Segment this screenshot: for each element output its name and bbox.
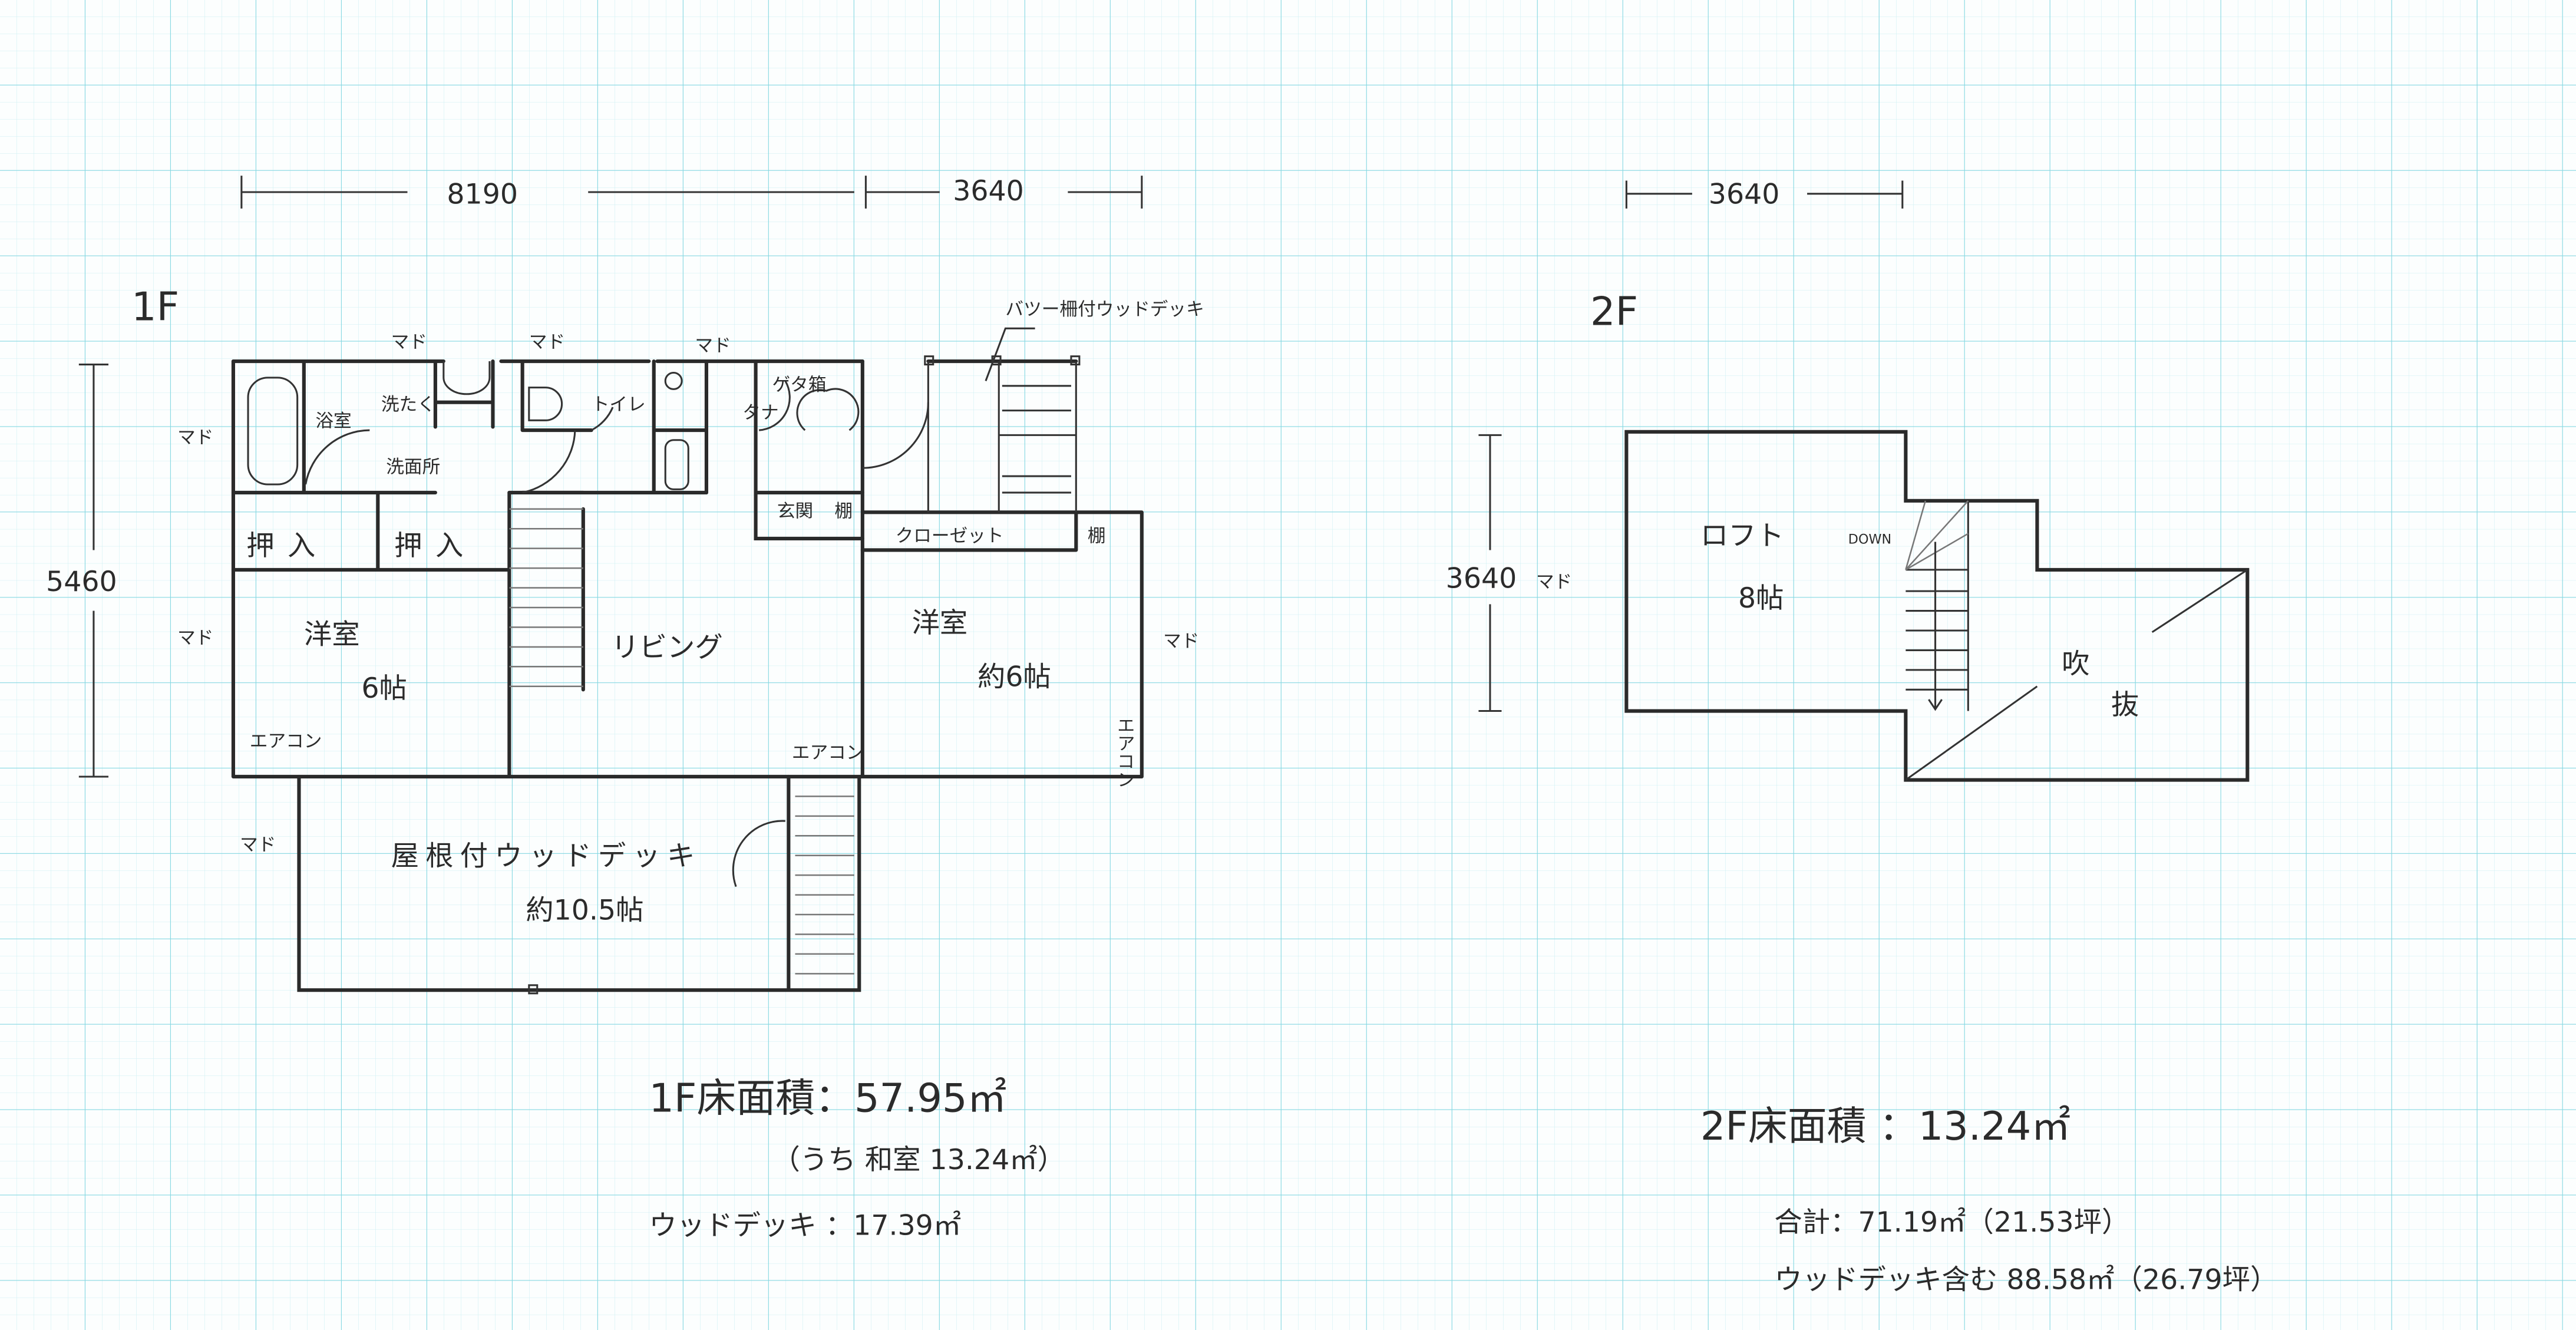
floor1-label: 1F <box>131 283 179 329</box>
dim-8190: 8190 <box>447 179 518 211</box>
void-label-1: 吹 <box>2062 648 2089 680</box>
room-western-left-label: 洋室 <box>304 618 360 651</box>
oshiire-1-label: 押入 <box>246 530 328 562</box>
aircon-left-label: エアコン <box>250 731 322 752</box>
post-marker <box>528 984 539 995</box>
side-shelf-label: タナ <box>742 403 778 424</box>
floor2-width-dimension: 3640 <box>1625 179 1904 211</box>
window-label: マド <box>177 427 213 448</box>
aircon-right-label: エアコン <box>1114 716 1134 788</box>
shelf-label: 棚 <box>1088 526 1106 547</box>
room-bath-label: 浴室 <box>315 411 351 431</box>
stair-down-label: DOWN <box>1848 532 1891 547</box>
dim-3640: 3640 <box>953 175 1024 207</box>
aircon-living-label: エアコン <box>792 742 864 763</box>
f2-area-text: 2F床面積 ：13.24㎡ <box>1700 1103 2070 1149</box>
void-label-2: 抜 <box>2111 689 2139 721</box>
floor2-plan: 2F 3640 3640 マド ロフト 8帖 DOWN 吹 抜 <box>1446 179 2250 782</box>
total-with-deck-text: ウッドデッキ含む 88.58㎡（26.79坪） <box>1774 1263 2278 1296</box>
oshiire-2-label: 押入 <box>394 530 476 562</box>
dim-3640-2f: 3640 <box>1709 179 1780 211</box>
dim-3640-2f-height: 3640 <box>1446 563 1517 595</box>
toilet-icon <box>528 387 563 421</box>
room-toilet-label: トイレ <box>592 395 646 415</box>
covered-deck-label: 屋根付ウッドデッキ <box>391 840 702 872</box>
deck-area-text: ウッドデッキ ：17.39㎡ <box>649 1209 961 1242</box>
window-label: マド <box>177 628 213 648</box>
floor1-fixtures <box>247 355 1081 995</box>
room-laundry-label: 洗たく <box>381 395 435 415</box>
floor1-room-labels: 浴室 洗たく 洗面所 トイレ ゲタ箱 タナ 玄関 棚 クローゼット 棚 押入 押… <box>177 299 1204 926</box>
bathtub-icon <box>247 377 299 486</box>
shoe-box-label: ゲタ箱 <box>772 375 826 395</box>
floor1-plan: 1F 8190 3640 5460 <box>46 175 1204 995</box>
loft-label: ロフト <box>1700 520 1784 552</box>
window-label: マド <box>529 332 565 353</box>
room-western-left-size: 6帖 <box>361 672 407 705</box>
floor1-walls <box>231 327 1144 992</box>
entrance-shelf-label: 棚 <box>834 501 853 522</box>
window-label: マド <box>240 834 276 855</box>
f1-area-text: 1F床面積：57.95㎡ <box>649 1075 1006 1121</box>
floor1-width-dimension: 8190 3640 <box>240 175 1143 211</box>
floor2-height-dimension: 3640 マド <box>1446 434 1572 712</box>
washbasin-icon <box>442 361 491 395</box>
room-western-right-size: 約6帖 <box>977 661 1051 694</box>
room-living-label: リビング <box>611 632 723 664</box>
total-area-text: 合計：71.19㎡（21.53坪） <box>1774 1206 2129 1239</box>
stove-icon <box>664 371 683 390</box>
f1-loft-area-text: （うち 和室 13.24㎡） <box>772 1144 1065 1176</box>
loft-size: 8帖 <box>1738 582 1784 615</box>
balcony-deck-label: バツー柵付ウッドデッキ <box>1005 299 1204 320</box>
closet-label: クローゼット <box>896 526 1004 547</box>
covered-deck-size: 約10.5帖 <box>526 894 643 926</box>
room-entrance-label: 玄関 <box>777 501 813 522</box>
floor1-height-dimension: 5460 <box>46 364 117 778</box>
floor2-walls <box>1624 430 2250 782</box>
room-washroom-label: 洗面所 <box>386 457 440 477</box>
window-label: マド <box>1163 631 1199 652</box>
window-label: マド <box>391 332 427 353</box>
sink-icon <box>664 439 689 490</box>
window-label: マド <box>695 335 731 356</box>
dim-5460: 5460 <box>46 566 117 598</box>
area-summary: 1F床面積：57.95㎡ （うち 和室 13.24㎡） ウッドデッキ ：17.3… <box>649 1075 2278 1296</box>
window-label: マド <box>1536 572 1572 593</box>
room-western-right-label: 洋室 <box>911 607 967 639</box>
floor2-label: 2F <box>1590 289 1638 335</box>
